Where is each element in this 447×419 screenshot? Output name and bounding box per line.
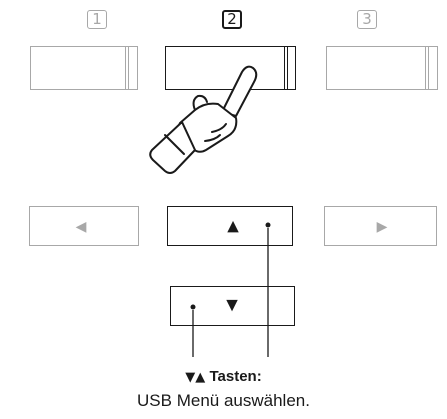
button-edge [425,47,429,89]
left-triangle-icon: ◀ [75,219,87,235]
function-button-3[interactable] [326,46,438,90]
step-number-3: 3 [357,10,377,29]
right-triangle-icon: ▶ [376,219,388,235]
step-number-1: 1 [87,10,107,29]
keys-label: Tasten: [209,368,262,385]
left-button[interactable] [29,206,139,246]
up-button[interactable] [167,206,293,246]
legend-description: USB Menü auswählen. [137,391,310,410]
function-button-1[interactable] [30,46,138,90]
button-edge [284,47,288,89]
button-edge [125,47,129,89]
led-indicator-icon [265,222,271,228]
arrow-keys-symbols: ▼▲ [185,370,206,385]
legend-title: ▼▲ Tasten: [0,368,447,385]
function-button-2[interactable] [165,46,296,90]
pointing-hand-icon [149,65,258,174]
down-triangle-icon: ▼ [226,295,238,314]
step-number-2: 2 [222,10,242,29]
up-triangle-icon: ▲ [227,216,239,235]
right-button[interactable] [324,206,437,246]
callout-lines [192,228,269,357]
led-indicator-icon [190,304,196,310]
